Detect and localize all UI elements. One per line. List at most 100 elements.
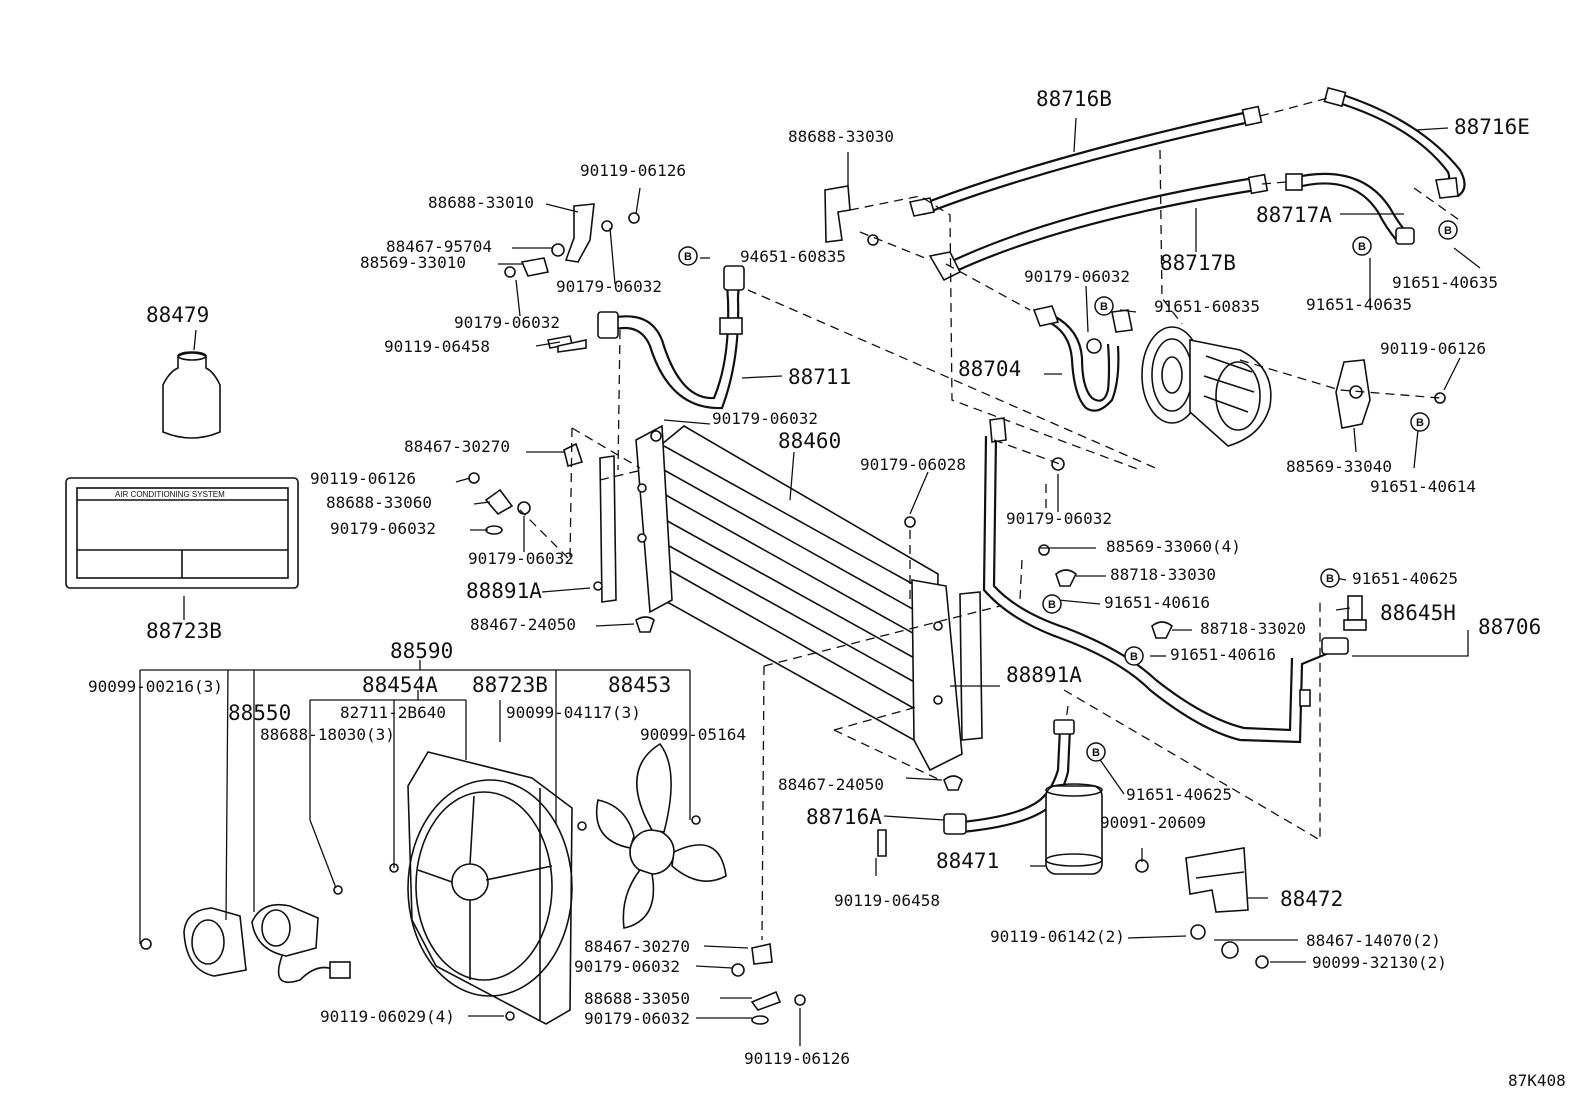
label-88718-33020: 88718-33020 (1200, 619, 1306, 638)
label-88472: 88472 (1280, 887, 1343, 911)
label-90119-06126-d: 90119-06126 (744, 1049, 850, 1068)
label-88716B: 88716B (1036, 87, 1112, 111)
label-90179-06032-f: 90179-06032 (468, 549, 574, 568)
label-88467-24050-b: 88467-24050 (778, 775, 884, 794)
b-mark-91651-40614: B (1410, 412, 1430, 432)
label-88704: 88704 (958, 357, 1021, 381)
label-91651-40625-a: 91651-40625 (1352, 569, 1458, 588)
label-88454A: 88454A (362, 673, 438, 697)
label-88688-33050: 88688-33050 (584, 989, 690, 1008)
hose-88717A (1285, 172, 1415, 245)
seal-88891A-left (593, 455, 617, 603)
label-88723B-b: 88723B (472, 673, 548, 697)
label-88590: 88590 (390, 639, 453, 663)
label-90179-06032-g: 90179-06032 (1006, 509, 1112, 528)
label-90099-00216: 90099-00216(3) (88, 677, 223, 696)
label-88716E: 88716E (1454, 115, 1530, 139)
label-88717A: 88717A (1256, 203, 1332, 227)
label-88706: 88706 (1478, 615, 1541, 639)
label-90119-06029: 90119-06029(4) (320, 1007, 455, 1026)
bracket-88472 (1135, 847, 1269, 969)
svg-text:B: B (1130, 651, 1138, 663)
b-mark-91651-40616-b: B (1124, 646, 1144, 666)
b-mark-91651-40635-a: B (1352, 236, 1372, 256)
label-88569-33040: 88569-33040 (1286, 457, 1392, 476)
label-91651-40616-b: 91651-40616 (1170, 645, 1276, 664)
svg-text:B: B (1100, 301, 1108, 313)
label-91651-40616-a: 91651-40616 (1104, 593, 1210, 612)
label-90091-20609: 90091-20609 (1100, 813, 1206, 832)
drawing-code: 87K408 (1508, 1071, 1566, 1090)
label-88467-95704: 88467-95704 (386, 237, 492, 256)
label-88688-18030: 88688-18030(3) (260, 725, 395, 744)
label-82711-2B640: 82711-2B640 (340, 703, 446, 722)
label-90099-04117: 90099-04117(3) (506, 703, 641, 722)
seal-88891A-right (959, 591, 983, 741)
label-90179-06032-h: 90179-06032 (574, 957, 680, 976)
label-91651-60835: 91651-60835 (1154, 297, 1260, 316)
label-90119-06458-a: 90119-06458 (384, 337, 490, 356)
label-88723B-a: 88723B (146, 619, 222, 643)
label-90179-06032-i: 90179-06032 (584, 1009, 690, 1028)
label-88471: 88471 (936, 849, 999, 873)
bracket-88688-33010 (504, 203, 640, 349)
bracket-88688-33030 (824, 185, 879, 246)
label-91651-40614: 91651-40614 (1370, 477, 1476, 496)
label-91651-40635-b: 91651-40635 (1306, 295, 1412, 314)
label-88716A: 88716A (806, 805, 882, 829)
svg-text:B: B (684, 251, 692, 263)
pressure-switch-88645H (1343, 595, 1367, 631)
bracket-88569-33040 (1335, 359, 1446, 429)
hose-88716B (908, 105, 1263, 217)
label-88569-33010: 88569-33010 (360, 253, 466, 272)
label-88467-14070: 88467-14070(2) (1306, 931, 1441, 950)
label-88453: 88453 (608, 673, 671, 697)
part-labels: 88716B 88716E 88688-33030 90119-06126 88… (88, 87, 1566, 1090)
b-mark-91651-60835: B (1094, 296, 1114, 316)
clip-88688-33060 (468, 442, 584, 535)
label-88718-33030: 88718-33030 (1110, 565, 1216, 584)
label-90119-06126-a: 90119-06126 (580, 161, 686, 180)
label-88479: 88479 (146, 303, 209, 327)
label-91651-40625-b: 91651-40625 (1126, 785, 1232, 804)
fan-motor-88550 (140, 863, 399, 984)
label-88569-33060: 88569-33060(4) (1106, 537, 1241, 556)
leader-lines (139, 117, 1481, 1046)
svg-text:B: B (1358, 241, 1366, 253)
label-90179-06032-d: 90179-06032 (712, 409, 818, 428)
b-mark-91651-40625-a: B (1320, 568, 1340, 588)
refrigerant-bottle (162, 351, 221, 439)
label-94651-60835: 94651-60835 (740, 247, 846, 266)
label-90119-06126-b: 90119-06126 (1380, 339, 1486, 358)
svg-text:B: B (1048, 599, 1056, 611)
svg-text:B: B (1092, 747, 1100, 759)
ac-system-label-plate: AIR CONDITIONING SYSTEM (65, 477, 299, 589)
label-90179-06032-e: 90179-06032 (330, 519, 436, 538)
label-88460: 88460 (778, 429, 841, 453)
label-plate-title: AIR CONDITIONING SYSTEM (115, 490, 225, 499)
label-88688-33010: 88688-33010 (428, 193, 534, 212)
label-88711: 88711 (788, 365, 851, 389)
lower-clips (505, 815, 806, 1025)
label-91651-40635-a: 91651-40635 (1392, 273, 1498, 292)
hose-88711 (597, 265, 745, 410)
dashed-guides (519, 97, 1463, 941)
label-90099-32130: 90099-32130(2) (1312, 953, 1447, 972)
small-fasteners (635, 457, 1065, 791)
clips-88718 (1038, 544, 1174, 639)
label-90119-06458-b: 90119-06458 (834, 891, 940, 910)
b-mark-94651-60835: B (678, 246, 698, 266)
receiver-drier-88471 (943, 719, 1103, 875)
b-mark-91651-40635-b: B (1438, 220, 1458, 240)
hose-88716E (1323, 86, 1466, 199)
label-88645H: 88645H (1380, 601, 1456, 625)
label-90119-06142: 90119-06142(2) (990, 927, 1125, 946)
label-88467-24050-a: 88467-24050 (470, 615, 576, 634)
compressor-88704 (1032, 305, 1272, 447)
label-90179-06032-c: 90179-06032 (454, 313, 560, 332)
b-mark-91651-40616-a: B (1042, 594, 1062, 614)
bolt-markers (557, 339, 887, 857)
svg-text:B: B (1416, 417, 1424, 429)
label-90179-06032-a: 90179-06032 (556, 277, 662, 296)
